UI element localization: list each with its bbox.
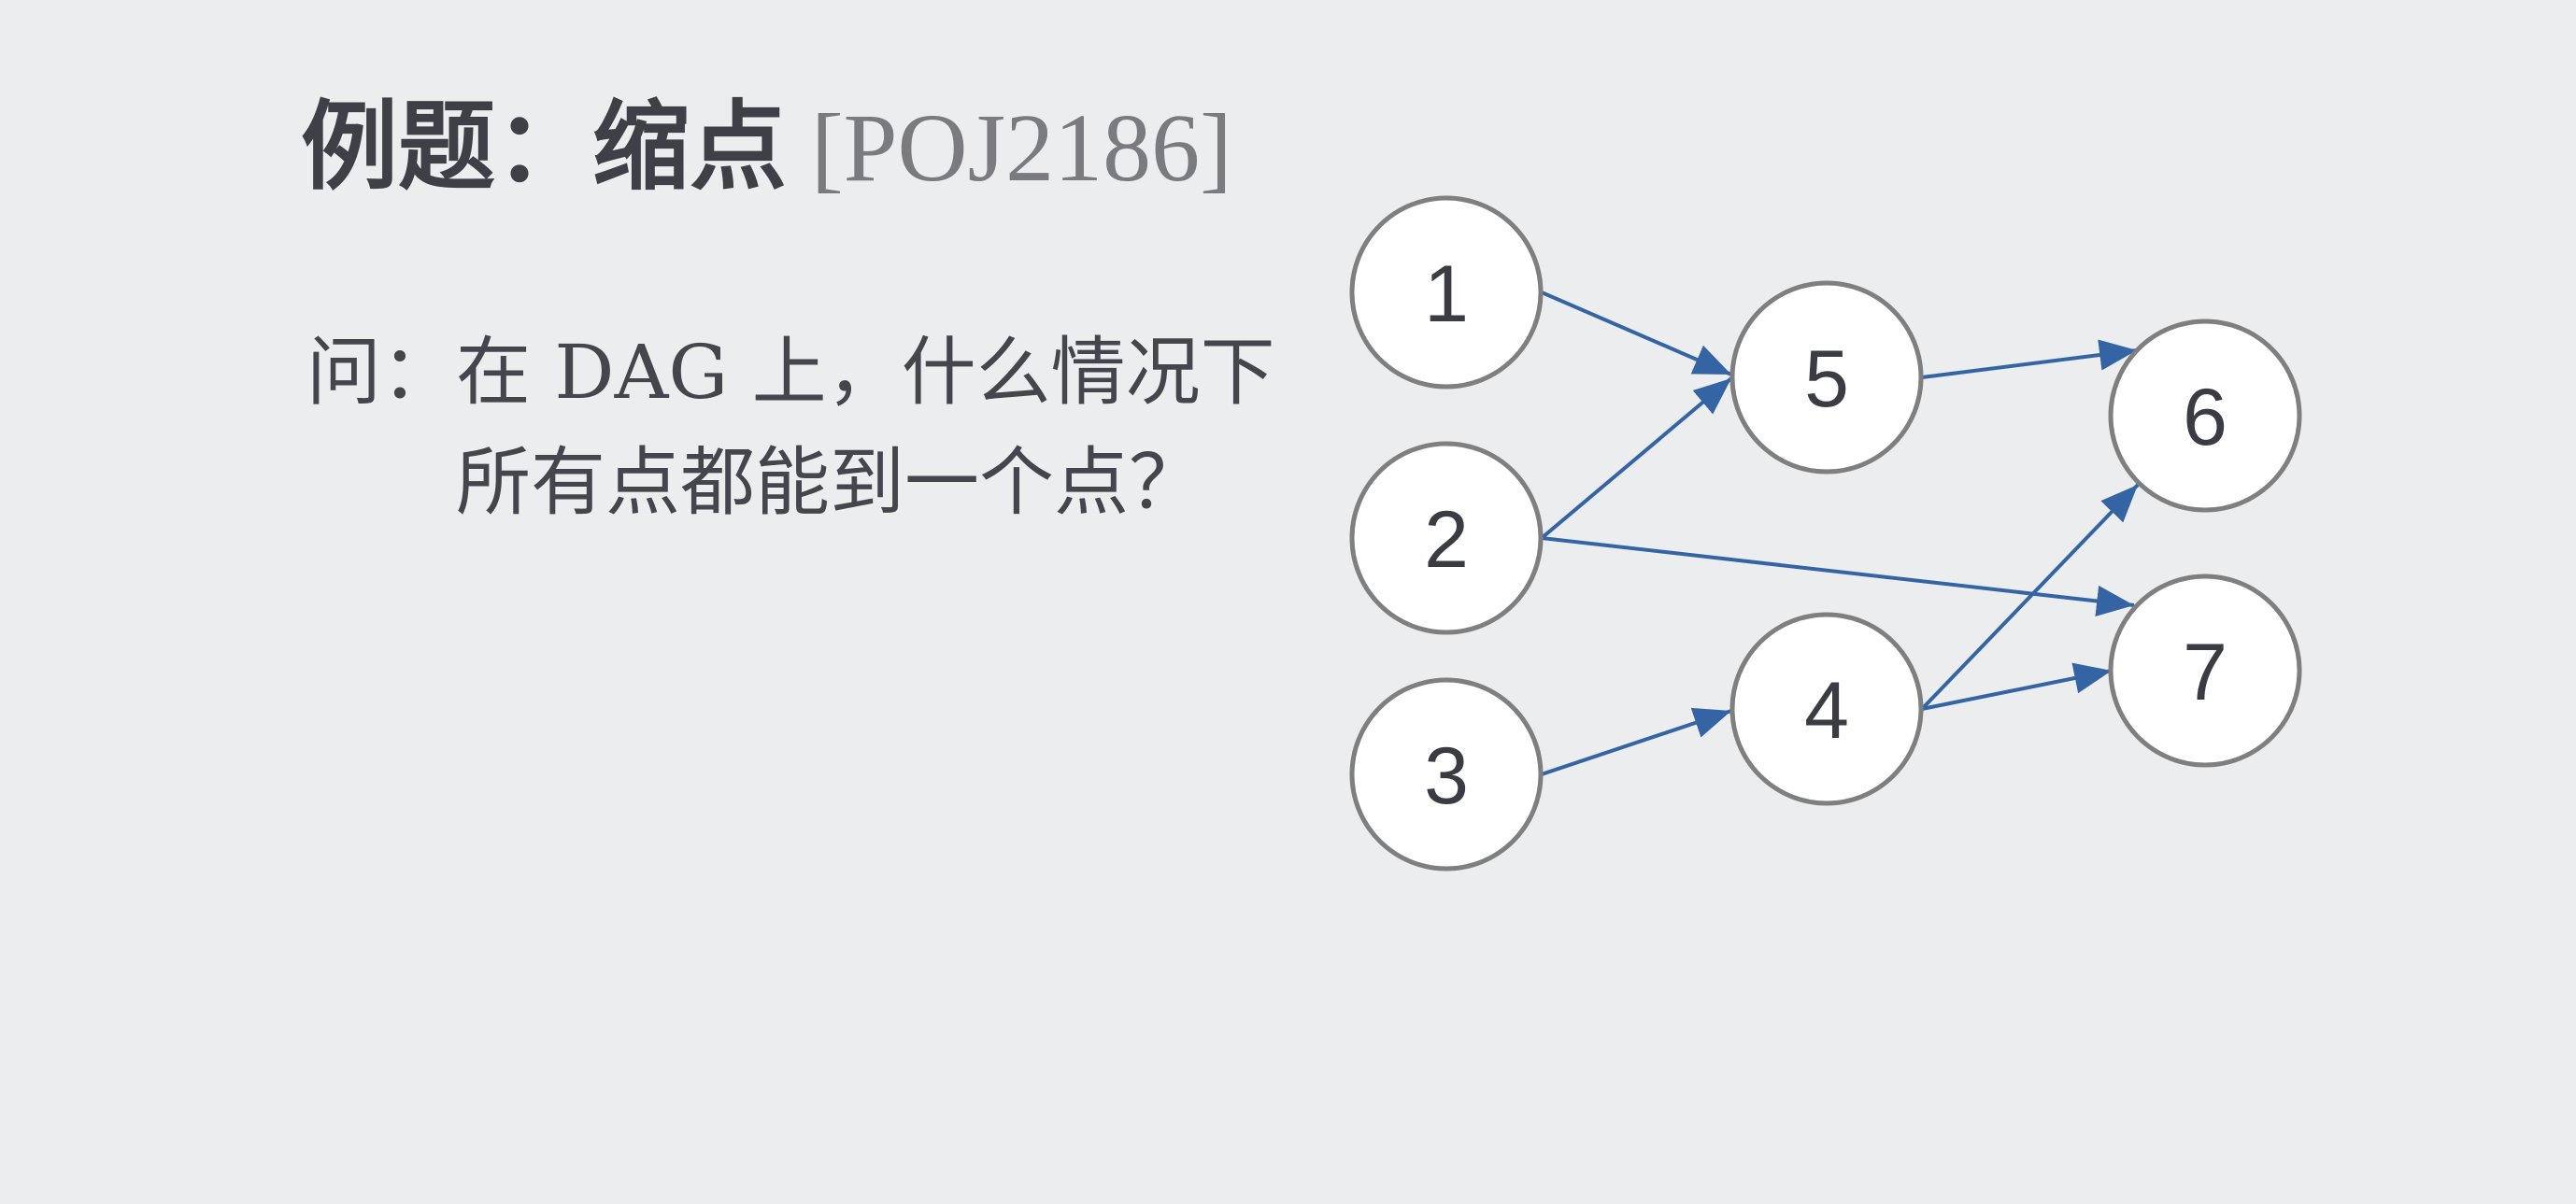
edge-4-to-7 xyxy=(1921,662,2113,711)
node-5: 5 xyxy=(1729,280,1924,475)
edge-1-to-5 xyxy=(1541,290,1732,376)
title-main: 例题：缩点 xyxy=(301,89,788,204)
edge-2-to-7 xyxy=(1541,536,2135,617)
node-label-7: 7 xyxy=(2183,628,2227,717)
node-label-5: 5 xyxy=(1804,334,1849,424)
edge-3-to-4 xyxy=(1541,707,1732,776)
title-problem-code: [POJ2186] xyxy=(811,94,1232,202)
node-circle-2 xyxy=(1349,441,1544,635)
slide-title: 例题：缩点[POJ2186] xyxy=(301,89,1232,206)
node-circle-5 xyxy=(1729,280,1924,475)
question-text: 问：在 DAG 上，什么情况下 所有点都能到一个点？ xyxy=(306,318,1275,538)
node-2: 2 xyxy=(1349,441,1544,635)
node-circle-3 xyxy=(1349,677,1544,871)
node-circle-7 xyxy=(2108,574,2302,768)
edges-layer xyxy=(1540,290,2140,776)
node-1: 1 xyxy=(1349,195,1544,390)
node-4: 4 xyxy=(1729,612,1924,806)
edge-2-to-5 xyxy=(1540,376,1733,540)
edge-4-to-6 xyxy=(1920,483,2140,711)
node-circle-6 xyxy=(2108,319,2302,513)
question-line-2: 所有点都能到一个点？ xyxy=(456,439,1203,526)
node-circle-4 xyxy=(1729,612,1924,806)
node-label-2: 2 xyxy=(1424,495,1469,585)
node-label-3: 3 xyxy=(1424,731,1469,821)
node-label-4: 4 xyxy=(1804,666,1849,756)
nodes-layer: 1 2 3 4 5 6 7 xyxy=(1349,195,2302,871)
node-6: 6 xyxy=(2108,319,2302,513)
edge-5-to-6 xyxy=(1921,339,2138,379)
node-label-1: 1 xyxy=(1424,249,1469,339)
node-3: 3 xyxy=(1349,677,1544,871)
question-line-1: 问：在 DAG 上，什么情况下 xyxy=(306,329,1275,416)
node-circle-1 xyxy=(1349,195,1544,390)
node-label-6: 6 xyxy=(2183,373,2227,462)
node-7: 7 xyxy=(2108,574,2302,768)
